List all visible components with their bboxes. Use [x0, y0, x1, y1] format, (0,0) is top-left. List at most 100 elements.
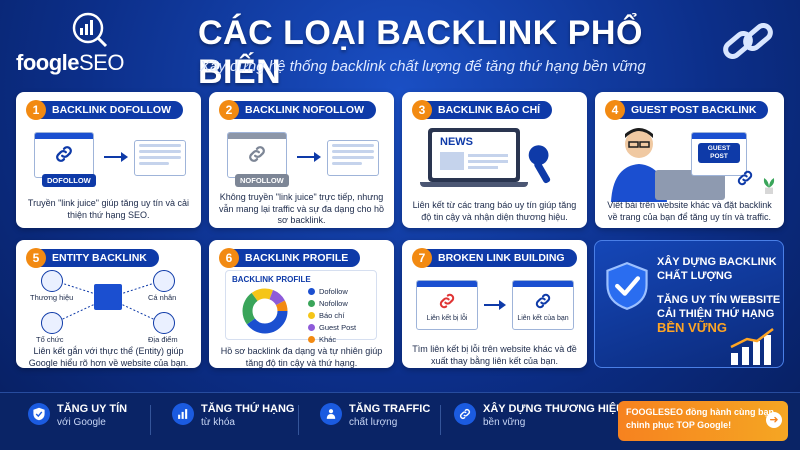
card-title: BACKLINK BÁO CHÍ	[426, 101, 553, 119]
broken-link-window: Liên kết bị lỗi	[416, 280, 478, 330]
card-number: 5	[26, 248, 46, 268]
shield-check-icon	[28, 403, 50, 425]
shield-check-icon	[606, 262, 648, 310]
footer-item-title: TĂNG THỨ HẠNG	[201, 403, 295, 415]
card-title: GUEST POST BACKLINK	[619, 101, 769, 119]
entity-label-location: Địa điểm	[148, 335, 178, 344]
page-subtitle: Xây dựng hệ thống backlink chất lượng để…	[200, 58, 646, 75]
footer-item-title: TĂNG UY TÍN	[57, 403, 128, 415]
broken-link-label: Liên kết bị lỗi	[426, 315, 468, 322]
legend-item: Guest Post	[308, 323, 356, 332]
entity-label-brand: Thương hiệu	[30, 293, 74, 302]
donut-chart	[242, 288, 288, 334]
card-title: ENTITY BACKLINK	[40, 249, 159, 267]
link-icon	[56, 146, 72, 162]
brand-node-icon	[41, 270, 63, 292]
card-title: BACKLINK DOFOLLOW	[40, 101, 183, 119]
link-icon	[737, 170, 753, 186]
footer-item-title: TĂNG TRAFFIC	[349, 403, 431, 415]
laptop-icon: NEWS	[428, 128, 520, 182]
arrow-right-icon[interactable]: ➜	[766, 412, 782, 428]
card-title: BACKLINK NOFOLLOW	[233, 101, 376, 119]
page-title: CÁC LOẠI BACKLINK PHỔ BIẾN	[198, 14, 643, 91]
chain-link-icon	[723, 23, 773, 59]
arrow	[297, 152, 321, 162]
footer-item-subtitle: với Google	[57, 417, 106, 428]
legend-item: Dofollow	[308, 287, 356, 296]
entity-label-organization: Tổ chức	[36, 335, 64, 344]
arrow	[484, 300, 506, 310]
highlight-line1: XÂY DỰNG BACKLINK	[657, 256, 777, 268]
footer-item-subtitle: chất lượng	[349, 417, 398, 428]
highlight-line5: BỀN VỮNG	[657, 320, 728, 335]
footer-item-ranking: TĂNG THỨ HẠNG từ khóa	[172, 403, 294, 429]
card-title: BROKEN LINK BUILDING	[426, 249, 577, 267]
cta-line2: chinh phục TOP Google!	[626, 420, 732, 430]
card-number: 3	[412, 100, 432, 120]
card-description: Viết bài trên website khác và đặt backli…	[607, 200, 772, 222]
divider	[150, 405, 151, 435]
footer-bar: TĂNG UY TÍN với Google TĂNG THỨ HẠNG từ …	[0, 392, 800, 450]
footer-item-subtitle: từ khóa	[201, 417, 235, 428]
footer-item-title: XÂY DỰNG THƯƠNG HIỆU	[483, 403, 625, 415]
card-description: Không truyền "link juice" trực tiếp, như…	[219, 192, 384, 225]
cta-line1: FOOGLESEO đồng hành cùng bạn	[626, 407, 774, 417]
footer-item-branding: XÂY DỰNG THƯƠNG HIỆU bền vững	[454, 403, 624, 429]
card-entity: 5 ENTITY BACKLINK Thương hiệu Cá nhân Tổ…	[16, 240, 201, 368]
plant-icon	[763, 178, 775, 194]
highlight-line3: TĂNG UY TÍN WEBSITE	[657, 294, 781, 306]
growth-chart-icon	[730, 328, 774, 365]
card-description: Liên kết từ các trang báo uy tín giúp tă…	[412, 200, 577, 222]
footer-item-traffic: TĂNG TRAFFIC chất lượng	[320, 403, 430, 429]
card-description: Hồ sơ backlink đa dạng và tự nhiên giúp …	[220, 346, 383, 368]
highlight-line4: CẢI THIỆN THỨ HẠNG	[657, 308, 775, 320]
card-number: 2	[219, 100, 239, 120]
arrow	[104, 152, 128, 162]
person-node-icon	[153, 270, 175, 292]
profile-title: BACKLINK PROFILE	[232, 275, 311, 284]
brand-logo: foogleSEO	[16, 10, 176, 76]
building-icon	[94, 284, 122, 310]
source-window	[227, 132, 287, 178]
broken-link-icon	[439, 293, 455, 309]
brand-name-part1: foogle	[16, 50, 80, 75]
card-number: 1	[26, 100, 46, 120]
card-profile: 6 BACKLINK PROFILE BACKLINK PROFILE Dofo…	[209, 240, 394, 368]
guest-post-window: GUEST POST	[691, 132, 747, 176]
card-number: 4	[605, 100, 625, 120]
bar-chart-icon	[172, 403, 194, 425]
card-title: BACKLINK PROFILE	[233, 249, 361, 267]
highlight-line2: CHẤT LƯỢNG	[657, 270, 733, 282]
nofollow-tag: NOFOLLOW	[235, 174, 289, 187]
highlight-panel: XÂY DỰNG BACKLINK CHẤT LƯỢNG TĂNG UY TÍN…	[594, 240, 784, 368]
footer-item-subtitle: bền vững	[483, 417, 526, 428]
card-number: 7	[412, 248, 432, 268]
brand-name-part2: SEO	[79, 50, 124, 75]
legend-item: Nofollow	[308, 299, 356, 308]
organization-node-icon	[41, 312, 63, 334]
divider	[440, 405, 441, 435]
guest-post-tag: GUEST POST	[698, 143, 740, 163]
card-description: Truyền "link juice" giúp tăng uy tín và …	[27, 198, 190, 220]
person-illustration	[611, 128, 667, 202]
source-window	[34, 132, 94, 178]
card-description: Tìm liên kết bị lỗi trên website khác và…	[412, 344, 577, 366]
footer-item-trust: TĂNG UY TÍN với Google	[28, 403, 127, 429]
card-broken-link: 7 BROKEN LINK BUILDING Liên kết bị lỗi L…	[402, 240, 587, 368]
card-guest-post: 4 GUEST POST BACKLINK GUEST POST Viết bà…	[595, 92, 784, 228]
users-icon	[320, 403, 342, 425]
fixed-link-window: Liên kết của bạn	[512, 280, 574, 330]
legend-item: Khác	[308, 335, 356, 344]
divider	[298, 405, 299, 435]
profile-panel: BACKLINK PROFILE Dofollow Nofollow Báo c…	[225, 270, 377, 344]
globe-search-icon	[72, 12, 108, 48]
card-press: 3 BACKLINK BÁO CHÍ NEWS Liên kết từ các …	[402, 92, 587, 228]
location-node-icon	[153, 312, 175, 334]
microphone-icon	[528, 145, 551, 184]
profile-legend: Dofollow Nofollow Báo chí Guest Post Khá…	[308, 287, 356, 347]
link-icon	[454, 403, 476, 425]
card-nofollow: 2 BACKLINK NOFOLLOW NOFOLLOW Không truyề…	[209, 92, 394, 228]
fixed-link-label: Liên kết của bạn	[517, 315, 569, 322]
cta-button[interactable]: FOOGLESEO đồng hành cùng bạn chinh phục …	[618, 401, 788, 441]
card-dofollow: 1 BACKLINK DOFOLLOW DOFOLLOW Truyền "lin…	[16, 92, 201, 228]
